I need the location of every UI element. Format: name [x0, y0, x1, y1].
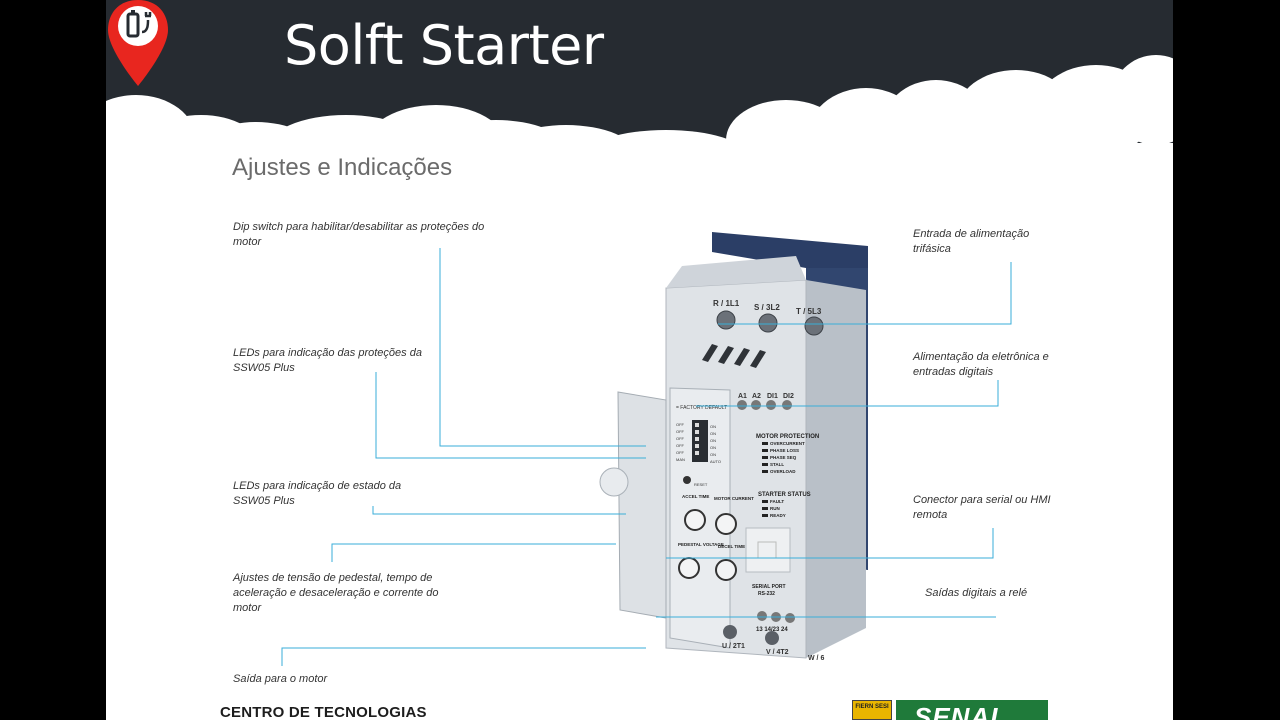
dip-switch-block — [692, 420, 708, 462]
terminal-hole — [758, 313, 778, 333]
diagram-subtitle: Ajustes e Indicações — [232, 154, 453, 181]
control-label-di2: DI2 — [783, 393, 794, 400]
serial-std-label: RS-232 — [758, 591, 775, 597]
control-terminal — [751, 400, 761, 410]
terminal-label-s: S / 3L2 — [754, 303, 780, 312]
senai-logo: SENAI — [896, 700, 1048, 720]
relay-terminal-label: 13 14/23 24 — [756, 627, 788, 633]
svg-text:PHASE LOSS: PHASE LOSS — [770, 448, 799, 453]
terminal-label-r: R / 1L1 — [713, 299, 740, 308]
knob-decel-time — [715, 559, 737, 581]
relay-terminal — [757, 611, 767, 621]
callout-power-input: Entrada de alimentação trifásica — [913, 228, 1030, 255]
control-label-di1: DI1 — [767, 393, 778, 400]
svg-text:OFF: OFF — [676, 443, 685, 448]
terminal-hole — [716, 310, 736, 330]
serial-port-label: SERIAL PORT — [752, 584, 786, 590]
serial-port-cover — [745, 527, 791, 573]
svg-text:OFF: OFF — [676, 450, 685, 455]
callout-relay-outputs: Saídas digitais a relé — [925, 587, 1028, 599]
output-terminal — [723, 625, 737, 639]
soft-starter-device: R / 1L1 S / 3L2 T / 5L3 A1 A2 DI1 DI2 = … — [599, 232, 868, 662]
callout-motor-output: Saída para o motor — [233, 673, 328, 685]
callout-protection-leds: LEDs para indicação das proteções da SSW… — [233, 347, 422, 374]
control-label-a2: A2 — [752, 393, 761, 400]
slide: Solft Starter Ajustes e Indicações R / 1… — [106, 0, 1173, 720]
slide-title: Solft Starter — [284, 14, 604, 77]
header-band: Solft Starter — [106, 0, 1173, 145]
callout-adjustments: Ajustes de tensão de pedestal, tempo de … — [233, 572, 439, 614]
svg-text:ON: ON — [710, 438, 716, 443]
knob-accel-time — [684, 509, 706, 531]
svg-text:ACCEL TIME: ACCEL TIME — [682, 494, 709, 499]
callout-dip-switch: Dip switch para habilitar/desabilitar as… — [233, 221, 485, 248]
knob-pedestal-voltage — [678, 557, 700, 579]
svg-text:ON: ON — [710, 431, 716, 436]
callout-electronics-supply: Alimentação da eletrônica e entradas dig… — [913, 351, 1049, 378]
callout-status-leds: LEDs para indicação de estado da SSW05 P… — [233, 480, 402, 507]
knob-motor-current — [715, 513, 737, 535]
factory-default-label: = FACTORY DEFAULT — [676, 405, 727, 411]
svg-text:OFF: OFF — [676, 422, 685, 427]
callout-serial-connector: Conector para serial ou HMI remota — [913, 494, 1051, 521]
fiern-sesi-logo: FIERN SESI — [852, 700, 892, 720]
output-label-u: U / 2T1 — [722, 643, 745, 650]
starter-status-title: STARTER STATUS — [758, 492, 811, 498]
svg-text:OVERCURRENT: OVERCURRENT — [770, 441, 805, 446]
svg-text:MOTOR CURRENT: MOTOR CURRENT — [714, 496, 754, 501]
reset-label: RESET — [694, 482, 708, 487]
control-terminal — [766, 400, 776, 410]
svg-text:ON: ON — [710, 424, 716, 429]
svg-text:ON: ON — [710, 452, 716, 457]
svg-text:OVERLOAD: OVERLOAD — [770, 469, 796, 474]
senai-logo-text: SENAI — [914, 702, 999, 720]
svg-text:PHASE SEQ: PHASE SEQ — [770, 455, 797, 460]
reset-button — [683, 476, 691, 484]
front-door — [617, 391, 667, 619]
relay-terminal — [785, 613, 795, 623]
svg-text:FAULT: FAULT — [770, 499, 784, 504]
svg-text:DECEL TIME: DECEL TIME — [718, 544, 745, 549]
relay-terminal — [771, 612, 781, 622]
motor-protection-title: MOTOR PROTECTION — [756, 434, 819, 440]
map-pin-battery-icon — [108, 0, 168, 86]
svg-text:MAN: MAN — [676, 457, 685, 462]
svg-text:AUTO: AUTO — [710, 459, 721, 464]
footer-center-name: CENTRO DE TECNOLOGIAS — [220, 704, 427, 720]
terminal-label-t: T / 5L3 — [796, 307, 822, 316]
output-label-v: V / 4T2 — [766, 649, 789, 656]
output-terminal — [765, 631, 779, 645]
device-side — [806, 280, 866, 658]
control-terminal — [737, 400, 747, 410]
control-terminal — [782, 400, 792, 410]
svg-text:OFF: OFF — [676, 429, 685, 434]
svg-text:STALL: STALL — [770, 462, 784, 467]
control-label-a1: A1 — [738, 393, 747, 400]
svg-text:RUN: RUN — [770, 506, 780, 511]
output-label-w: W / 6 — [808, 655, 824, 662]
terminal-hole — [804, 316, 824, 336]
svg-text:READY: READY — [770, 513, 786, 518]
svg-text:OFF: OFF — [676, 436, 685, 441]
svg-text:ON: ON — [710, 445, 716, 450]
